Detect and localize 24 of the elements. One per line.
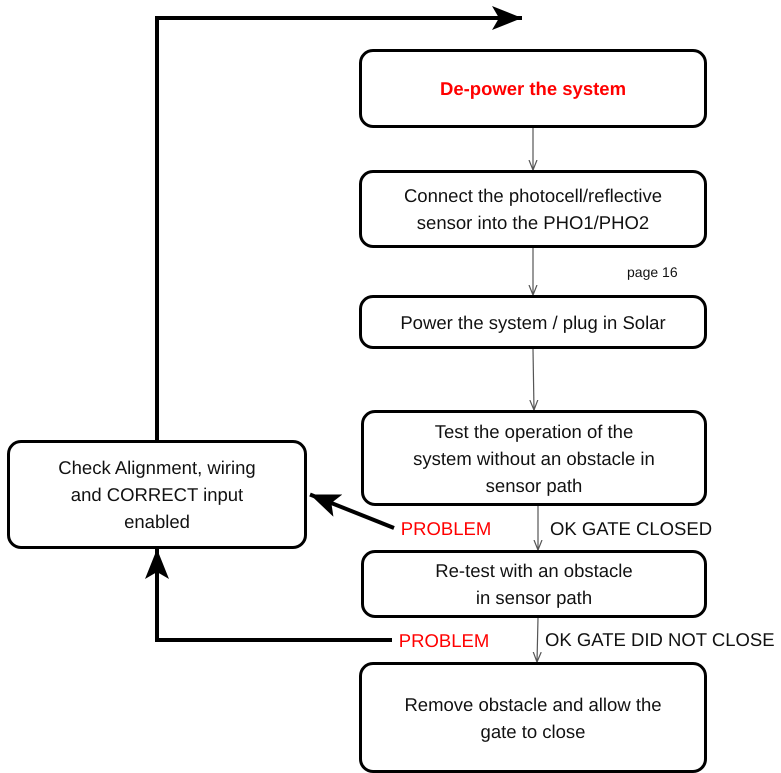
branch-label: PROBLEM: [400, 516, 492, 540]
branch-label: PROBLEM: [398, 628, 490, 652]
arrow: [529, 348, 538, 411]
process-box: [361, 410, 707, 506]
step-text: De-power the system: [440, 77, 626, 101]
arrow: [532, 618, 542, 663]
step-text: Check Alignment, wiring and CORRECT input enabled: [57, 456, 257, 534]
page-reference: page 16: [627, 264, 678, 280]
step-text: Connect the photocell/reflective sensor into the PHO1/PHO2: [402, 184, 664, 235]
step-text: Test the operation of the system without an obstacle in sensor path: [412, 420, 656, 498]
arrow: [145, 549, 392, 642]
process-box: [361, 550, 707, 618]
arrow: [533, 506, 543, 551]
arrow: [528, 248, 538, 296]
process-box: [359, 295, 707, 349]
step-text: Re-test with an obstacle in sensor path: [434, 559, 634, 610]
arrow: [528, 128, 538, 171]
process-box: [7, 440, 307, 549]
process-box: [359, 49, 707, 128]
process-box: [359, 662, 707, 773]
arrow: [155, 6, 522, 440]
step-text: Remove obstacle and allow the gate to close: [403, 692, 663, 744]
arrow: [309, 492, 395, 530]
step-text: Power the system / plug in Solar: [400, 310, 666, 335]
